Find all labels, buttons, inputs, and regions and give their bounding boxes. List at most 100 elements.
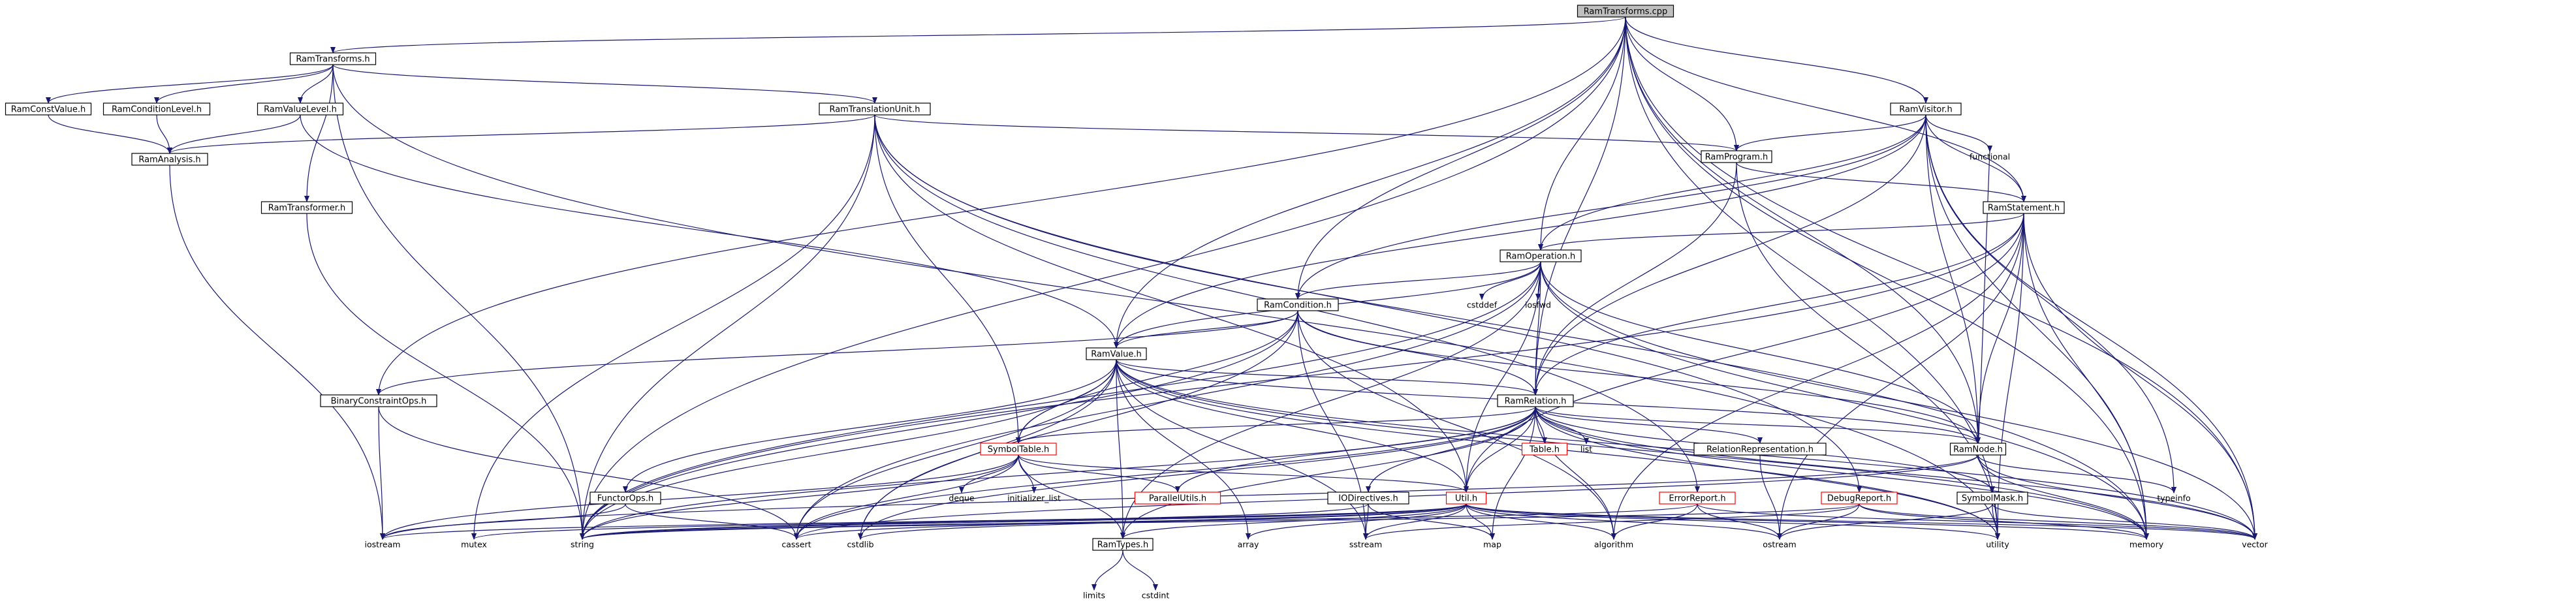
node-utility: utility [1986, 540, 2009, 550]
node-ramconditionlevel-h[interactable]: RamConditionLevel.h [102, 102, 211, 116]
node-relationrepresentation-h[interactable]: RelationRepresentation.h [1693, 443, 1827, 456]
edge-ramnode-h-to-vector [1977, 454, 2257, 540]
node-initializer-list: initializer_list [1007, 493, 1061, 503]
edge-ramrelation-h-to-vector [1535, 406, 2257, 540]
node-label: ostream [1763, 540, 1796, 550]
edge-ramvisitor-h-to-vector [1925, 114, 2257, 540]
node-ramvisitor-h[interactable]: RamVisitor.h [1890, 102, 1962, 116]
node-ramvalue-h[interactable]: RamValue.h [1086, 347, 1147, 360]
node-ramrelation-h[interactable]: RamRelation.h [1497, 394, 1574, 407]
node-ramanalysis-h[interactable]: RamAnalysis.h [131, 153, 208, 166]
node-box [1521, 443, 1568, 456]
node-functional: functional [1970, 152, 2010, 162]
node-ramprogram-h[interactable]: RamProgram.h [1701, 150, 1772, 163]
edge-symboltable-h-to-deque [959, 454, 1019, 493]
edge-errorreport-h-to-algorithm [1611, 503, 1698, 540]
node-box [260, 201, 353, 214]
edge-ramvisitor-h-to-typeinfo [1925, 114, 2176, 493]
edge-functorops-h-to-cassert [625, 503, 799, 540]
node-ramtranslationunit-h[interactable]: RamTranslationUnit.h [819, 102, 931, 116]
edge-ramtransforms-h-to-ramconditionlevel-h [154, 64, 334, 104]
edge-ramvisitor-h-to-ramcondition-h [1295, 114, 1926, 300]
edge-util-h-to-vector [1466, 503, 2257, 540]
edge-ramrelation-h-to-symboltable-h [1016, 406, 1536, 444]
node-box [1134, 492, 1221, 505]
node-ramoperation-h[interactable]: RamOperation.h [1500, 249, 1582, 262]
node-box [320, 394, 437, 407]
node-ramtransformer-h[interactable]: RamTransformer.h [260, 201, 353, 214]
edge-debugreport-h-to-string [580, 503, 1860, 540]
node-label: limits [1083, 591, 1105, 601]
edge-ramoperation-h-to-ramnode-h [1540, 261, 1981, 444]
node-label: RamTransforms.cpp [1584, 7, 1668, 17]
node-ramtransforms-cpp[interactable]: RamTransforms.cpp [1577, 5, 1674, 18]
node-label: RamAnalysis.h [138, 155, 200, 165]
edge-ramoperation-h-to-cstddef [1479, 261, 1541, 300]
edge-ramtypes-h-to-limits [1092, 550, 1123, 591]
edge-ramcondition-h-to-binaryconstraintops-h [376, 310, 1298, 396]
edge-ramtranslationunit-h-to-mutex [471, 114, 875, 540]
node-debugreport-h[interactable]: DebugReport.h [1821, 492, 1898, 505]
edge-binaryconstraintops-h-to-iostream [378, 406, 385, 540]
node-table-h[interactable]: Table.h [1521, 443, 1568, 456]
node-ramtransforms-h[interactable]: RamTransforms.h [289, 52, 377, 65]
node-list: list [1580, 445, 1592, 454]
edge-ramvalue-h-to-memory [1116, 359, 2149, 540]
node-box [1327, 492, 1409, 505]
edge-ramoperation-h-to-ramtypes-h [1120, 261, 1541, 539]
node-label: Table.h [1529, 445, 1560, 455]
edge-debugreport-h-to-memory [1859, 503, 2149, 540]
node-label: FunctorOps.h [597, 494, 653, 504]
edge-ramconstvalue-h-to-ramanalysis-h [48, 114, 172, 154]
node-errorreport-h[interactable]: ErrorReport.h [1659, 492, 1736, 505]
edge-layer [46, 16, 2257, 591]
node-box [1500, 249, 1582, 262]
node-ramvaluelevel-h[interactable]: RamValueLevel.h [257, 102, 344, 116]
edge-ramvisitor-h-to-functional [1925, 114, 1992, 152]
node-symboltable-h[interactable]: SymbolTable.h [980, 443, 1057, 456]
edge-ramstatement-h-to-ramrelation-h [1533, 213, 2024, 396]
edge-util-h-to-array [1246, 503, 1467, 540]
node-box [589, 492, 661, 505]
node-box [819, 102, 931, 116]
node-box [131, 153, 208, 166]
edge-symbolmask-h-to-utility [1992, 503, 2000, 540]
edge-errorreport-h-to-vector [1697, 503, 2257, 540]
node-label: mutex [461, 540, 487, 550]
node-map: map [1483, 540, 1501, 550]
node-box [1086, 347, 1147, 360]
node-label: deque [949, 493, 974, 503]
edge-ramtransformer-h-to-string [306, 213, 585, 540]
node-box [1701, 150, 1772, 163]
edge-ramtransforms-cpp-to-ramvalue-h [1114, 16, 1626, 349]
node-parallelutils-h[interactable]: ParallelUtils.h [1134, 492, 1221, 505]
edge-ramprogram-h-to-ramstatement-h [1736, 162, 2026, 202]
node-label: ErrorReport.h [1669, 494, 1725, 504]
edge-ramvisitor-h-to-ramnode-h [1925, 114, 1981, 444]
edge-ramstatement-h-to-util-h [1464, 213, 2024, 493]
edge-ramvaluelevel-h-to-ramvalue-h [300, 114, 1119, 349]
edge-ramcondition-h-to-ramnode-h [1297, 310, 1981, 444]
node-ramnode-h[interactable]: RamNode.h [1949, 443, 2007, 456]
node-label: utility [1986, 540, 2009, 550]
edge-ramvisitor-h-to-ramstatement-h [1925, 114, 2026, 202]
node-label: typeinfo [2157, 493, 2190, 503]
node-layer: RamTransforms.cppRamTransforms.hRamConst… [5, 5, 2269, 601]
edge-ramvalue-h-to-vector [1116, 359, 2257, 540]
node-label: RamVisitor.h [1899, 105, 1953, 115]
node-ramtypes-h[interactable]: RamTypes.h [1092, 538, 1154, 551]
node-symbolmask-h[interactable]: SymbolMask.h [1956, 492, 2028, 505]
node-box [1821, 492, 1898, 505]
node-label: RamProgram.h [1705, 153, 1768, 163]
node-label: initializer_list [1007, 493, 1061, 503]
node-label: RamConstValue.h [11, 105, 86, 115]
node-ramconstvalue-h[interactable]: RamConstValue.h [5, 102, 92, 116]
edge-ramtransforms-cpp-to-ramtransforms-h [330, 16, 1626, 54]
node-util-h[interactable]: Util.h [1445, 492, 1487, 505]
node-ramstatement-h[interactable]: RamStatement.h [1983, 201, 2065, 214]
node-ramcondition-h[interactable]: RamCondition.h [1257, 298, 1339, 311]
node-binaryconstraintops-h[interactable]: BinaryConstraintOps.h [320, 394, 437, 407]
node-cstddef: cstddef [1467, 300, 1498, 310]
node-iodirectives-h[interactable]: IODirectives.h [1327, 492, 1409, 505]
node-functorops-h[interactable]: FunctorOps.h [589, 492, 661, 505]
